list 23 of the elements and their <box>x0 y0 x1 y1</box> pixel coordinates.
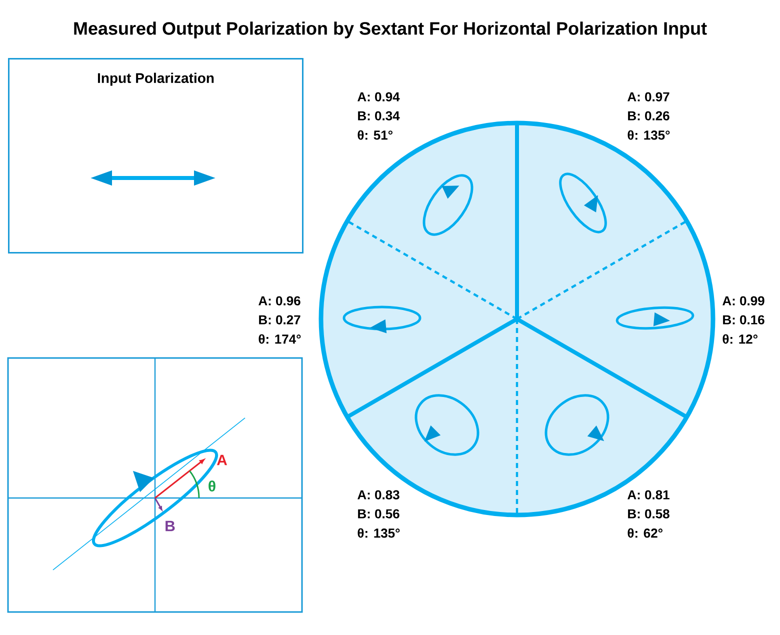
value-label: B: 0.26 <box>628 111 670 120</box>
value-label: θ: 135° <box>358 528 400 538</box>
axis-label: A <box>216 454 228 466</box>
value-label: B: 0.58 <box>628 509 670 518</box>
value-label: θ: 135° <box>628 130 670 140</box>
axis-label: θ <box>208 480 216 492</box>
value-label: A: 0.94 <box>358 92 400 102</box>
value-label: B: 0.16 <box>723 315 764 324</box>
value-label: A: 0.97 <box>628 92 670 102</box>
value-label: B: 0.56 <box>358 509 400 518</box>
title: Measured Output Polarization by Sextant For Horizontal Polarization Input <box>74 22 707 38</box>
value-label: A: 0.83 <box>358 490 400 500</box>
value-label: θ: 174° <box>258 334 301 344</box>
value-label: B: 0.27 <box>259 315 300 324</box>
value-label: B: 0.34 <box>358 111 400 120</box>
value-label: A: 0.96 <box>258 296 300 306</box>
value-label: A: 0.81 <box>628 490 670 500</box>
input-box: Input Polarization <box>8 58 304 254</box>
value-label: θ: 62° <box>628 528 662 538</box>
value-label: A: 0.99 <box>722 296 764 306</box>
value-label: θ: 12° <box>722 334 758 344</box>
value-label: θ: 51° <box>358 130 392 140</box>
axis-label: B <box>166 520 175 532</box>
